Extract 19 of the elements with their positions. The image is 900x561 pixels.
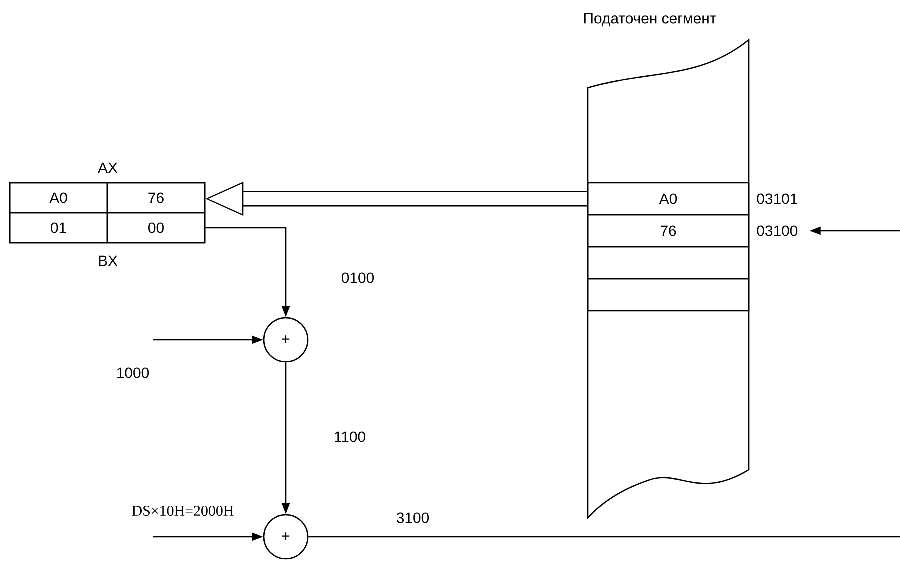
edge-label: 1000 — [118, 368, 150, 378]
memory-cell: A0 03101 — [587, 182, 798, 216]
edge-label: DS×10H=2000H — [132, 506, 234, 516]
node-label: Податочен сегмент — [584, 13, 716, 27]
edge-label: 0100 — [342, 272, 374, 284]
register-cell: 00 — [106, 212, 206, 244]
line — [308, 536, 900, 538]
memory-cell — [587, 278, 750, 312]
node-label: AX — [98, 162, 118, 174]
register-cell: 01 — [9, 212, 108, 244]
edge-label: 3100 — [396, 512, 430, 524]
register-cell: A0 — [9, 182, 108, 214]
memory-cell: 76 03100 — [587, 214, 798, 248]
register-cell: 76 — [106, 182, 206, 214]
node-label: BX — [99, 256, 118, 266]
node-label: 03101 — [757, 194, 798, 204]
memory-cell — [587, 246, 750, 280]
edge-label: 1100 — [335, 432, 366, 442]
node-label: 03100 — [757, 226, 798, 236]
